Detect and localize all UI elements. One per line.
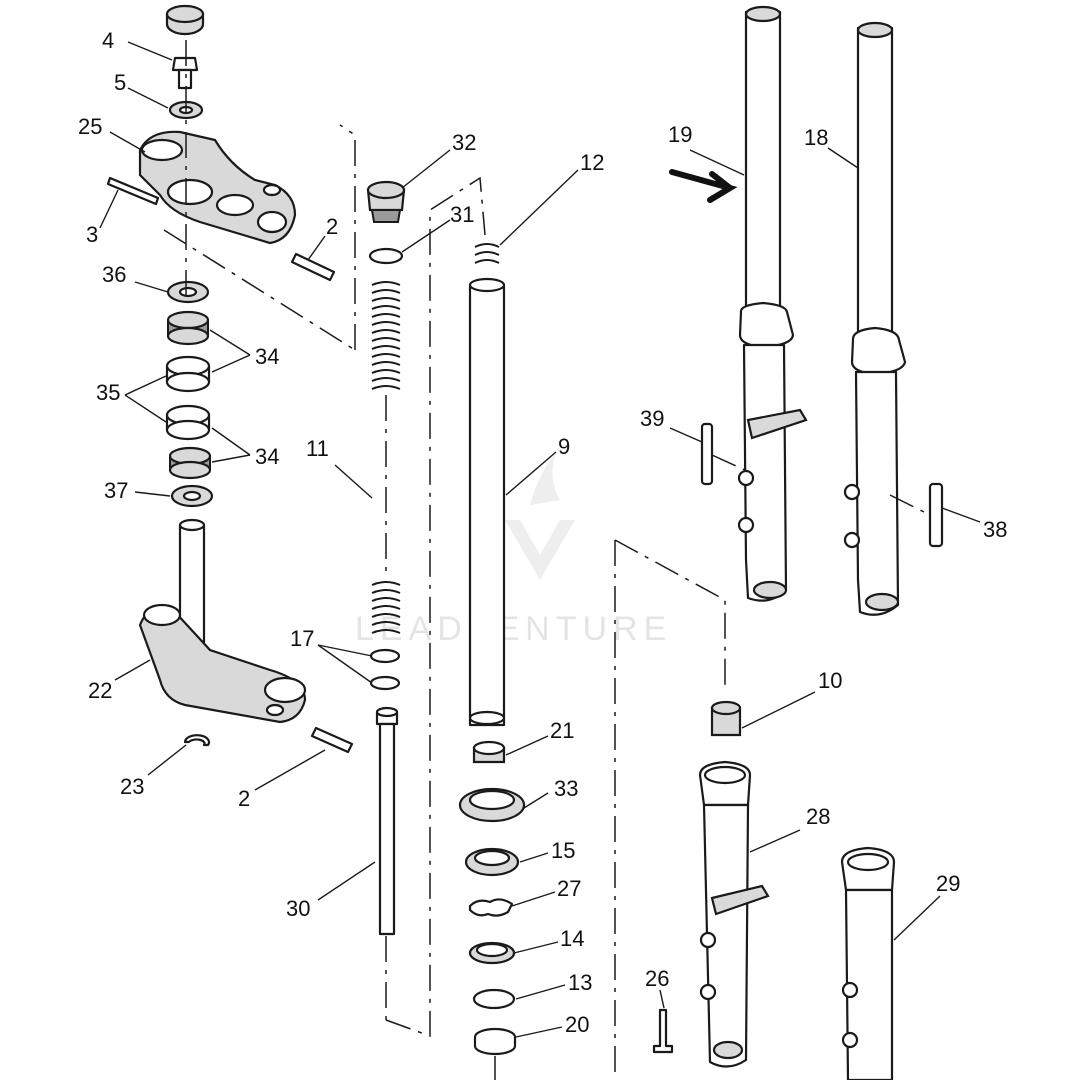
part-2-bolt-lower xyxy=(310,726,354,754)
part-34-bearing-upper xyxy=(166,310,210,346)
part-30-damper-rod xyxy=(375,706,399,936)
part-4-bolt xyxy=(171,56,199,90)
part-10-bushing xyxy=(710,700,742,737)
part-33-seal-cover xyxy=(458,787,526,823)
callout-2-lower: 2 xyxy=(238,786,250,811)
part-15-oil-seal xyxy=(464,847,520,877)
callout-9: 9 xyxy=(558,434,570,459)
part-14-washer xyxy=(468,941,516,965)
part-13-ring xyxy=(472,988,516,1010)
callout-19: 19 xyxy=(668,122,692,147)
callout-12: 12 xyxy=(580,150,604,175)
callout-17: 17 xyxy=(290,626,314,651)
callout-14: 14 xyxy=(560,926,584,951)
callout-18: 18 xyxy=(804,125,828,150)
part-12-spring xyxy=(474,243,500,264)
callout-29: 29 xyxy=(936,871,960,896)
part-21-bushing xyxy=(472,740,506,764)
right-legs-group xyxy=(614,5,944,1080)
callout-10: 10 xyxy=(818,668,842,693)
part-11-spring xyxy=(371,281,401,634)
part-35-race-upper xyxy=(165,355,211,393)
part-31-oring xyxy=(368,247,404,265)
part-18-fork-assembly xyxy=(843,21,907,616)
part-37-seal xyxy=(170,484,214,508)
callout-25: 25 xyxy=(78,114,102,139)
part-3-screw xyxy=(106,176,160,206)
callout-32: 32 xyxy=(452,130,476,155)
callout-26: 26 xyxy=(645,966,669,991)
callout-31: 31 xyxy=(450,202,474,227)
callout-38: 38 xyxy=(983,517,1007,542)
callout-27: 27 xyxy=(557,876,581,901)
callout-34-upper: 34 xyxy=(255,344,279,369)
callout-20: 20 xyxy=(565,1012,589,1037)
callout-36: 36 xyxy=(102,262,126,287)
callout-4: 4 xyxy=(102,28,114,53)
left-stem-group xyxy=(106,4,356,754)
part-2-bolt-upper xyxy=(290,252,336,282)
part-19-fork-assembly xyxy=(737,5,808,602)
callout-30: 30 xyxy=(286,896,310,921)
callout-33: 33 xyxy=(554,776,578,801)
part-20-bushing xyxy=(473,1027,517,1056)
leader-lines xyxy=(99,41,981,1038)
callout-13: 13 xyxy=(568,970,592,995)
callout-5: 5 xyxy=(114,70,126,95)
callout-23: 23 xyxy=(120,774,144,799)
part-39-plate xyxy=(700,422,714,486)
watermark: LEADVENTURE xyxy=(355,455,672,648)
callout-34-lower: 34 xyxy=(255,444,279,469)
part-25-upper-clamp xyxy=(138,130,297,245)
callout-3: 3 xyxy=(86,222,98,247)
part-29-outer-tube xyxy=(840,846,896,1080)
part-23-circlip xyxy=(183,734,211,747)
callout-numbers: 4 5 25 3 2 36 34 35 34 37 22 23 2 32 31 … xyxy=(78,28,1007,1037)
callout-22: 22 xyxy=(88,678,112,703)
part-9-inner-tube xyxy=(468,277,506,727)
part-28-outer-tube xyxy=(698,760,770,1068)
callout-11: 11 xyxy=(306,436,329,461)
part-35-race-lower xyxy=(165,404,211,441)
callout-28: 28 xyxy=(806,804,830,829)
callout-35: 35 xyxy=(96,380,120,405)
part-36-seal xyxy=(166,280,210,304)
part-22-lower-clamp-stem xyxy=(138,518,307,724)
part-32-cap-bolt xyxy=(366,180,406,223)
callout-2-upper: 2 xyxy=(326,214,338,239)
part-38-plate xyxy=(928,482,944,548)
part-27-clip xyxy=(468,898,514,917)
callout-39: 39 xyxy=(640,406,664,431)
arrow-indicator xyxy=(669,169,738,203)
callout-37: 37 xyxy=(104,478,128,503)
callout-21: 21 xyxy=(550,718,574,743)
middle-damper-group xyxy=(366,176,526,1080)
watermark-text: LEADVENTURE xyxy=(355,610,672,648)
part-26-screw xyxy=(652,1008,674,1054)
callout-15: 15 xyxy=(551,838,575,863)
part-17-rings xyxy=(369,648,401,691)
part-34-bearing-lower xyxy=(168,446,212,480)
